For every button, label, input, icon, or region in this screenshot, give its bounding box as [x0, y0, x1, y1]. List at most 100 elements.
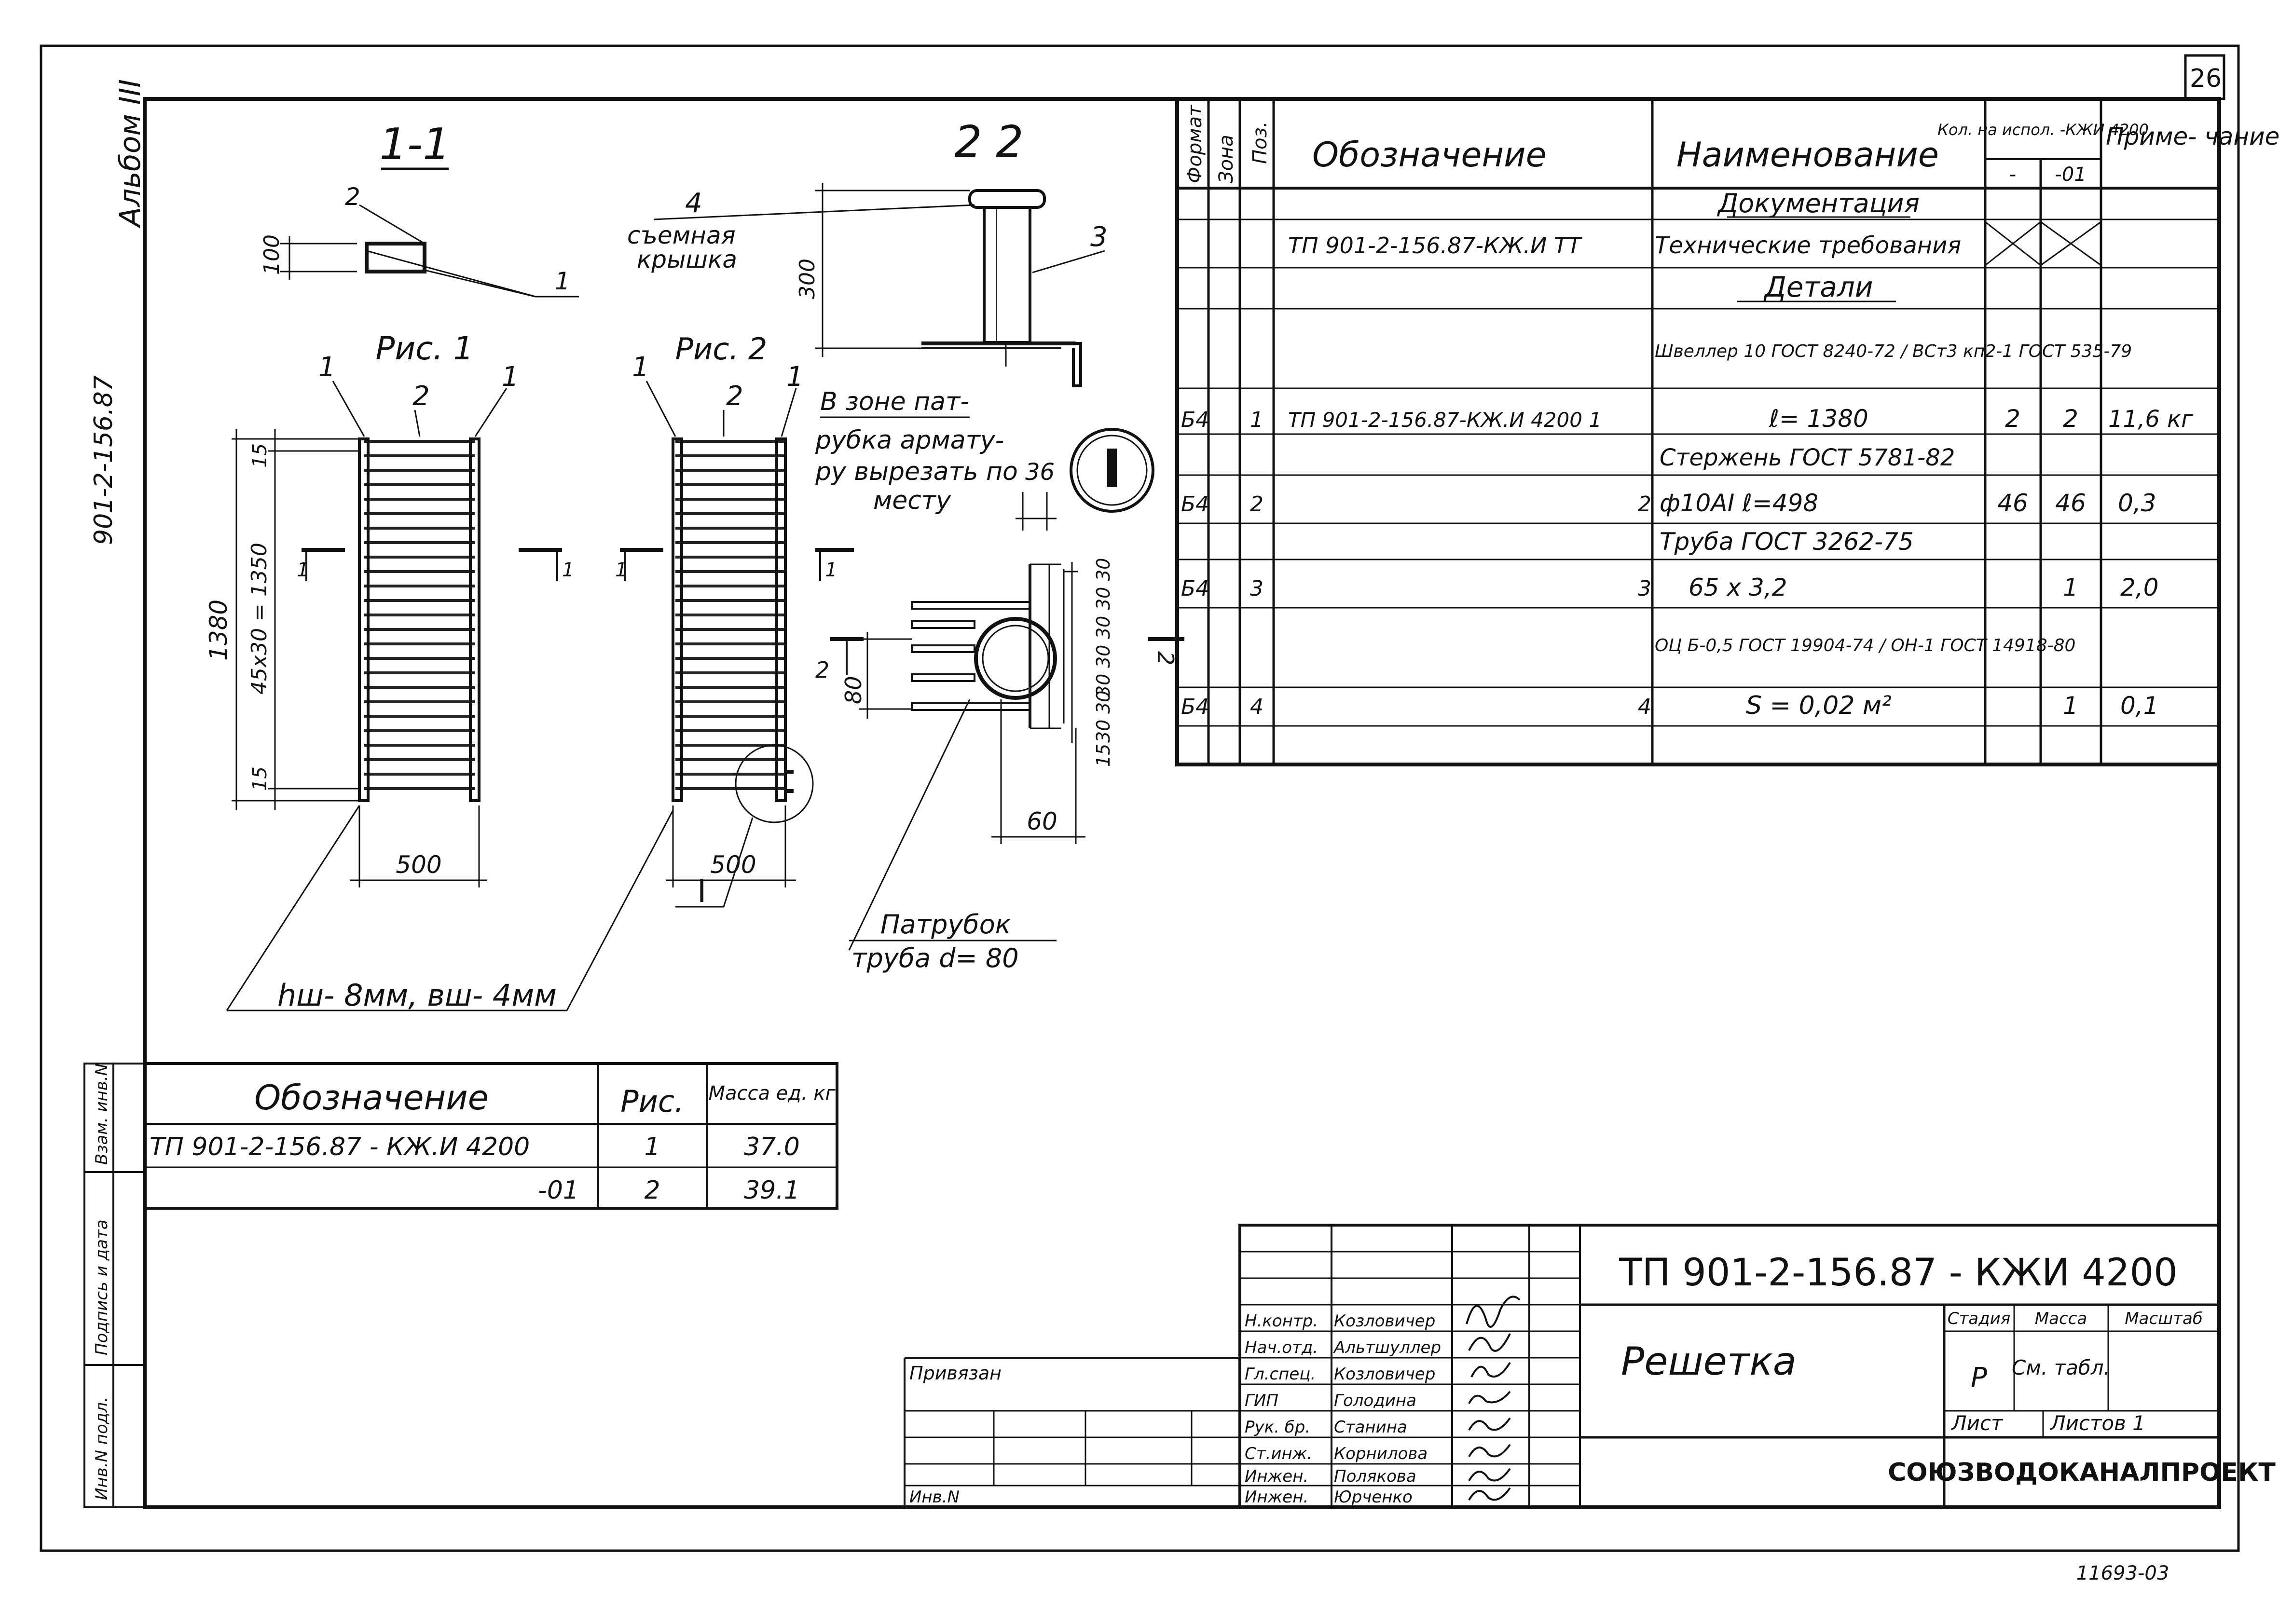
- stamp-field-inv: Инв.N подл.: [92, 1397, 111, 1500]
- spec-row-9-designation: 3: [1638, 576, 1651, 601]
- section-1-1-pos2: 2: [345, 183, 360, 211]
- sig-role-3: ГИП: [1245, 1391, 1278, 1410]
- spec-row-5-name: ℓ= 1380: [1769, 405, 1868, 433]
- spec-row-9-note: 2,0: [2120, 573, 2159, 601]
- sig-role-4: Рук. бр.: [1245, 1418, 1310, 1437]
- fig1-pos1b: 1: [502, 361, 519, 393]
- sig-name-2: Козловичер: [1334, 1365, 1435, 1384]
- section-2-2-pos4: 4: [685, 188, 702, 219]
- stamp-field-replace: Взам. инв.N: [92, 1064, 111, 1165]
- title-sheet-label: Лист: [1950, 1411, 2004, 1435]
- spec-row-5-q1: 2: [2005, 405, 2020, 433]
- node-I-text: I: [1102, 438, 1122, 500]
- stamp-field-sign: Подпись и дата: [92, 1219, 111, 1355]
- album-label: Альбом III: [113, 79, 147, 229]
- spec-row-5-pos: 1: [1250, 408, 1263, 432]
- note-line-3: ру вырезать по: [815, 457, 1018, 486]
- spec-row-5-designation: ТП 901-2-156.87-КЖ.И 4200 1: [1288, 408, 1602, 432]
- bars-note-text: hш- 8мм, вш- 4мм: [277, 978, 557, 1013]
- detail-I: 30 30 30 30 30 30 30 15 80 2 2 60: [815, 558, 1184, 951]
- spec-row-9-pos: 3: [1250, 576, 1263, 601]
- spec-row-7-pos: 2: [1250, 492, 1263, 517]
- mass-hdr-mass: Масса ед. кг: [708, 1082, 836, 1105]
- hdr-format: Формат: [1184, 104, 1206, 183]
- hdr-name: Наименование: [1676, 135, 1939, 175]
- sig-role-1: Нач.отд.: [1245, 1338, 1318, 1357]
- fig2-node: I: [697, 873, 706, 910]
- hdr-designation: Обозначение: [1312, 135, 1547, 175]
- sig-role-0: Н.контр.: [1245, 1311, 1318, 1331]
- title-stage: Р: [1971, 1362, 1987, 1393]
- spec-row-7-format: Б4: [1181, 492, 1209, 517]
- mass-row-1-designation: -01: [538, 1176, 579, 1205]
- sig-name-1: Альтшуллер: [1333, 1338, 1441, 1357]
- fig2-pos2: 2: [726, 381, 743, 412]
- note-line-4: месту: [873, 486, 951, 515]
- spec-row-4-name: Швеллер 10 ГОСТ 8240-72 / ВСт3 кп2-1 ГОС…: [1655, 341, 2132, 361]
- detail-dim-r3: 30: [1093, 616, 1114, 639]
- pipe-label-1: Патрубок: [880, 909, 1011, 940]
- detail-dim-r2: 30: [1093, 587, 1114, 610]
- title-mass: См. табл.: [2012, 1356, 2110, 1379]
- cut-note: В зоне пат- рубка армату- ру вырезать по…: [815, 387, 1057, 531]
- spec-row-7-q2: 46: [2055, 489, 2086, 517]
- spec-row-11-pos: 4: [1250, 695, 1263, 719]
- detail-dim-r6: 30: [1093, 691, 1114, 714]
- title-org: СОЮЗВОДОКАНАЛПРОЕКТ: [1888, 1458, 2276, 1487]
- section-1-1: 1-1 100 2 1: [260, 119, 579, 298]
- mass-row-1-fig: 2: [644, 1176, 660, 1205]
- title-scale-label: Масштаб: [2125, 1309, 2203, 1328]
- spec-row-10-name: ОЦ Б-0,5 ГОСТ 19904-74 / ОН-1 ГОСТ 14918…: [1655, 636, 2075, 655]
- spec-row-9-format: Б4: [1181, 576, 1209, 601]
- section-2-2-dim: 300: [795, 259, 820, 299]
- node-I-marker: I: [1070, 428, 1154, 513]
- spec-row-5-note: 11,6 кг: [2108, 406, 2194, 433]
- spec-table-headers: Формат Зона Поз. Обозначение Наименовани…: [1184, 104, 2279, 186]
- hdr-qty-sub2: -01: [2055, 164, 2086, 186]
- title-name: Решетка: [1621, 1339, 1797, 1384]
- fig1-dim-top: 15: [249, 443, 271, 468]
- fig1-dim-mid: 45x30 = 1350: [247, 543, 272, 695]
- spec-row-9-q2: 1: [2063, 573, 2078, 601]
- fig-2: Рис. 2 1 2 1 1 1 I 500: [615, 331, 854, 910]
- spec-row-1-name: Технические требования: [1655, 232, 1961, 259]
- sig-name-4: Станина: [1334, 1418, 1407, 1437]
- section-1-1-title: 1-1: [380, 119, 451, 170]
- bars-note: hш- 8мм, вш- 4мм: [226, 805, 674, 1013]
- section-2-2-pos3: 3: [1090, 221, 1108, 253]
- fig1-cut-left: 1: [297, 559, 309, 581]
- hdr-note: Приме- чание: [2106, 123, 2279, 150]
- hdr-qty: Кол. на испол. -КЖИ 4200: [1937, 121, 2149, 139]
- note-line-1: В зоне пат-: [820, 387, 969, 416]
- detail-dim-r7: 30: [1093, 720, 1114, 743]
- spec-row-6-name: Стержень ГОСТ 5781-82: [1660, 444, 1955, 471]
- mass-row-0-fig: 1: [644, 1133, 660, 1161]
- spec-row-11-q2: 1: [2063, 692, 2078, 720]
- fig-1: Рис. 1 1 2 1 1380 15 45x30 = 1350 15 1 1…: [205, 330, 574, 887]
- title-block: ТП 901-2-156.87 - КЖИ 4200 Решетка Стади…: [1238, 1224, 2276, 1509]
- title-stage-label: Стадия: [1948, 1309, 2010, 1328]
- spec-row-11-name: S = 0,02 м²: [1746, 691, 1892, 720]
- title-sheets-label: Листов 1: [2049, 1411, 2145, 1435]
- mass-hdr-designation: Обозначение: [254, 1078, 489, 1118]
- spec-row-11-designation: 4: [1638, 695, 1651, 719]
- sig-role-6: Инжен.: [1245, 1467, 1308, 1486]
- attachment-label: Привязан: [909, 1363, 1002, 1384]
- spec-table-grid: [1175, 97, 2221, 766]
- mass-table: Обозначение Рис. Масса ед. кг ТП 901-2-1…: [143, 1062, 838, 1210]
- detail-dim-r4: 30: [1093, 645, 1114, 668]
- spec-row-7-note: 0,3: [2118, 489, 2156, 517]
- fig1-cut-right: 1: [562, 559, 574, 581]
- cover-label-1: съемная: [627, 221, 736, 249]
- spec-row-7-q1: 46: [1997, 489, 2028, 517]
- attachment-block: Привязан Инв.N: [904, 1357, 1240, 1507]
- detail-cut-right: 2: [1153, 651, 1179, 665]
- hdr-qty-sub1: -: [2009, 164, 2016, 186]
- sig-name-7: Юрченко: [1334, 1488, 1413, 1507]
- sig-name-0: Козловичер: [1334, 1311, 1435, 1331]
- spec-row-5-q2: 2: [2063, 405, 2078, 433]
- detail-dim-r8: 15: [1093, 744, 1114, 767]
- detail-dim-r1: 30: [1093, 558, 1114, 581]
- sig-name-3: Голодина: [1334, 1391, 1416, 1410]
- fig2-pos1b: 1: [786, 361, 804, 393]
